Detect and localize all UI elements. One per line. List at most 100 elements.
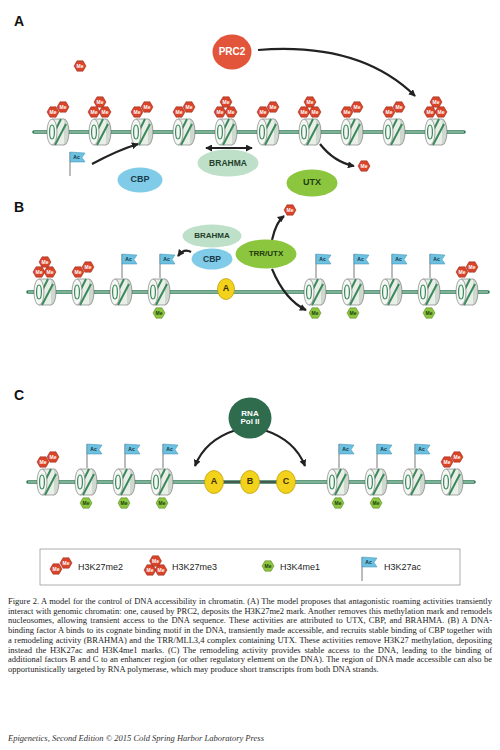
methyl-arrow xyxy=(272,269,306,310)
nucleosome-edge xyxy=(370,495,382,496)
nucleosome-edge xyxy=(423,305,435,306)
histone-mark xyxy=(183,102,195,112)
nucleosome-face xyxy=(456,279,466,305)
nucleosome-edge xyxy=(156,469,168,470)
legend-box xyxy=(40,549,460,585)
histone-mark xyxy=(451,452,463,462)
histone-mark xyxy=(339,444,354,468)
methyl-hexagon xyxy=(383,107,395,117)
methyl-hexagon xyxy=(88,107,100,117)
histone-mark xyxy=(150,556,162,566)
mark-label: Me xyxy=(176,110,183,115)
nucleosome xyxy=(110,279,132,305)
panel-letter: C xyxy=(14,388,24,402)
node-label: A xyxy=(211,477,218,486)
nucleosome xyxy=(37,469,59,495)
mark-label: Me xyxy=(152,559,159,564)
monomethyl-hexagon xyxy=(332,498,344,508)
nucleosome-edge xyxy=(153,279,165,280)
histone-mark xyxy=(88,107,100,117)
monomethyl-hexagon xyxy=(423,308,435,318)
mark-label: Ac xyxy=(128,447,134,452)
nucleosome-face xyxy=(425,119,435,145)
oval-shape xyxy=(213,35,252,70)
methyl-hexagon xyxy=(341,107,353,117)
deposit-arrow xyxy=(258,49,415,96)
nucleosome xyxy=(131,119,153,145)
acetyl-arrow xyxy=(178,251,191,256)
nucleosome-face xyxy=(148,279,158,305)
methyl-hexagon xyxy=(60,558,72,568)
monomethyl-hexagon xyxy=(347,308,359,318)
mark-label: Me xyxy=(134,110,141,115)
histone-mark xyxy=(377,444,392,468)
nucleosome xyxy=(441,469,463,495)
nucleosome-edge xyxy=(42,469,54,470)
mark-label: Ac xyxy=(365,560,371,565)
histone-mark xyxy=(354,254,369,278)
monomethyl-hexagon xyxy=(309,308,321,318)
histone-mark xyxy=(316,254,331,278)
mark-label: Me xyxy=(40,460,47,465)
mark-label: Me xyxy=(60,105,67,110)
methyl-hexagon xyxy=(267,102,279,112)
nucleosome-face xyxy=(113,469,123,495)
nucleosome-edge xyxy=(309,305,321,306)
nucleosome xyxy=(34,279,56,305)
node-label: UTX xyxy=(303,178,321,187)
nucleosome-edge xyxy=(346,145,358,146)
nucleosome xyxy=(341,119,363,145)
mark-label: Me xyxy=(47,270,54,275)
histone-mark xyxy=(466,262,478,272)
mark-label: Me xyxy=(223,100,230,105)
methyl-hexagon xyxy=(82,262,94,272)
methyl-hexagon xyxy=(150,556,162,566)
histone-mark xyxy=(309,107,321,117)
protein-oval: A xyxy=(217,278,235,300)
histone-mark xyxy=(257,107,269,117)
nucleosome xyxy=(148,279,170,305)
oval-shape xyxy=(287,170,338,197)
nucleosome-core xyxy=(113,285,118,299)
mark-label: Me xyxy=(427,110,434,115)
nucleosome-face xyxy=(341,119,351,145)
node-label: PRC2 xyxy=(219,47,246,58)
nucleosome-core xyxy=(345,285,350,299)
histone-mark xyxy=(131,107,143,117)
methyl-hexagon xyxy=(304,97,316,107)
methyl-hexagon xyxy=(309,107,321,117)
mark-label: Me xyxy=(350,311,357,316)
nucleosome-core xyxy=(459,285,464,299)
methyl-hexagon xyxy=(424,107,436,117)
nucleosome-edge xyxy=(94,145,106,146)
histone-mark xyxy=(347,308,359,318)
methyl-hexagon xyxy=(220,97,232,107)
nucleosome-core xyxy=(383,285,388,299)
methyl-hexagon xyxy=(393,102,405,112)
nucleosome-face xyxy=(403,469,413,495)
mark-label: Me xyxy=(77,64,84,69)
oval-shape xyxy=(241,471,260,494)
monomethyl-hexagon xyxy=(262,561,274,571)
nucleosome-core xyxy=(444,475,449,489)
legend-text: H3K27me2 xyxy=(78,563,123,572)
nucleosome xyxy=(327,469,349,495)
methyl-hexagon xyxy=(33,267,45,277)
histone-mark xyxy=(214,107,226,117)
histone-mark xyxy=(220,97,232,107)
arrows xyxy=(92,49,415,466)
monomethyl-hexagon xyxy=(80,498,92,508)
nucleosome-edge xyxy=(347,279,359,280)
acetyl-flag xyxy=(430,254,445,264)
acetyl-flag xyxy=(377,444,392,454)
nucleosome-edge xyxy=(423,279,435,280)
acetyl-flag xyxy=(70,152,85,162)
nucleosome-edge xyxy=(77,279,89,280)
nucleosome-edge xyxy=(94,119,106,120)
nucleosome-edge xyxy=(156,495,168,496)
acetyl-flag xyxy=(125,444,140,454)
mark-label: Me xyxy=(144,105,151,110)
mark-label: Me xyxy=(373,501,380,506)
mark-label: Me xyxy=(335,501,342,506)
nucleosome-core xyxy=(428,125,433,139)
